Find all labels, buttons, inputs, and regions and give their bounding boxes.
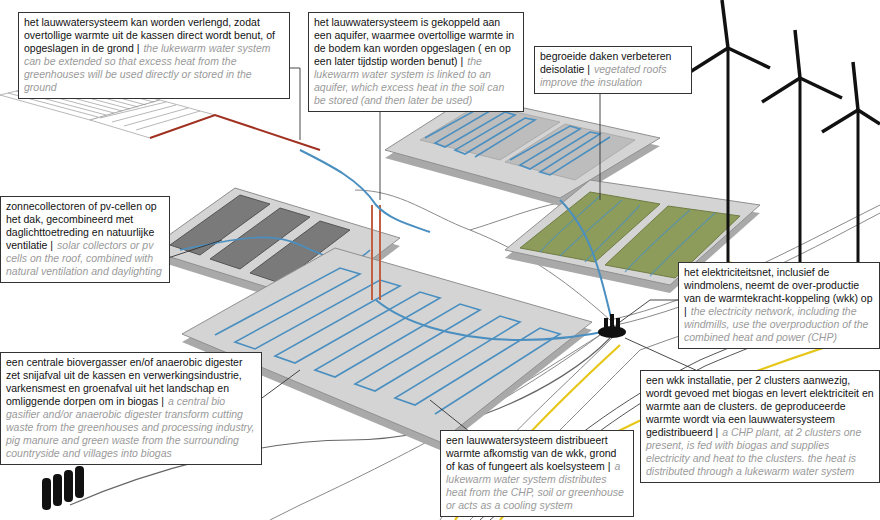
callout-box: het lauwwatersysteem kan worden verlengd…	[18, 12, 290, 99]
lukewarm-water-pipe	[376, 300, 612, 340]
english-text: the electricity network, including the w…	[684, 305, 868, 343]
digester-tanks	[42, 466, 84, 510]
callout-paragraph: zonnecollectoren of pv-cellen op het dak…	[6, 200, 164, 278]
callout-box: een centrale biovergasser en/of anaerobi…	[0, 352, 262, 465]
lukewarm-water-pipe	[300, 150, 430, 232]
callout-paragraph: een wkk installatie, per 2 clusters aanw…	[646, 374, 874, 478]
callout-paragraph: een lauwwatersysteem distribueert warmte…	[446, 434, 628, 512]
chp-plant	[598, 314, 626, 338]
callout-paragraph: een centrale biovergasser en/of anaerobi…	[6, 356, 256, 460]
callout-box: begroeide daken verbeteren deisolatie |v…	[534, 46, 692, 94]
callout-paragraph: het elektriciteitsnet, inclusief de wind…	[684, 266, 874, 344]
heat-pipe-extension	[150, 115, 320, 150]
callout-paragraph: het lauwwatersysteem kan worden verlengd…	[24, 16, 284, 94]
callout-box: zonnecollectoren of pv-cellen op het dak…	[0, 196, 170, 283]
callout-paragraph: begroeide daken verbeteren deisolatie |v…	[540, 50, 686, 89]
dutch-text: het lauwwatersysteem is gekoppeld aan ee…	[314, 16, 514, 67]
callout-box: het elektriciteitsnet, inclusief de wind…	[678, 262, 880, 349]
callout-paragraph: het lauwwatersysteem is gekoppeld aan ee…	[314, 16, 518, 107]
aquifer-pipe	[372, 205, 380, 300]
callout-box: het lauwwatersysteem is gekoppeld aan ee…	[308, 12, 524, 112]
dutch-text: een lauwwatersysteem distribueert warmte…	[446, 434, 616, 472]
callout-box: een wkk installatie, per 2 clusters aanw…	[640, 370, 880, 483]
windmills	[690, 0, 880, 300]
lukewarm-water-pipe	[560, 200, 612, 322]
callout-box: een lauwwatersysteem distribueert warmte…	[440, 430, 634, 517]
